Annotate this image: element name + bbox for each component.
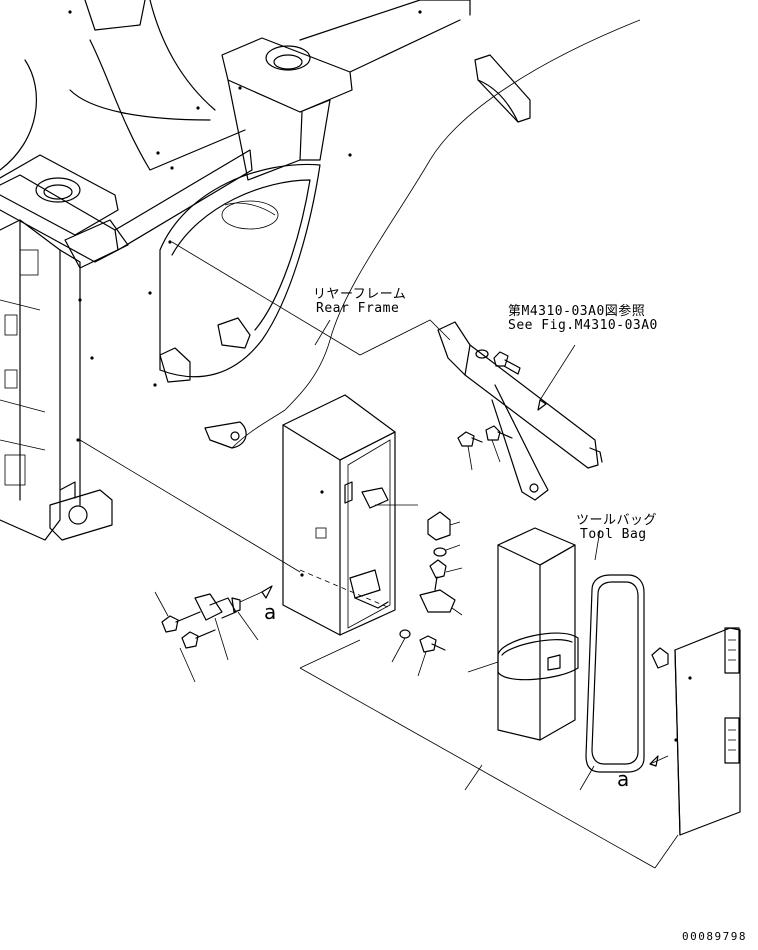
latch-hardware: [361, 487, 463, 677]
rear-frame: [0, 0, 471, 541]
bracket-assembly: [437, 321, 603, 501]
see-fig-label-jp: 第M4310-03A0図参照: [508, 304, 646, 319]
bracket-tab: [204, 421, 247, 449]
tool-box: [282, 394, 396, 636]
rear-frame-label-en: Rear Frame: [316, 301, 400, 316]
leader-bottom: [299, 639, 679, 869]
door-seal: [579, 574, 645, 791]
door-panel: [649, 627, 741, 836]
leader-wedge: [284, 19, 641, 411]
left-fastener-group: [154, 585, 273, 683]
wedge-block: [474, 54, 531, 123]
leader-frame-bracket: [171, 241, 451, 356]
view-arrow-a-right: a: [617, 767, 630, 791]
tool-bag-label-jp: ツールバッグ: [576, 513, 658, 528]
rear-frame-label-jp: リヤーフレーム: [313, 287, 407, 302]
leader-rear-frame: [314, 319, 331, 346]
tool-bag-label-en: Tool Bag: [580, 527, 647, 542]
see-fig-label-en: See Fig.M4310-03A0: [508, 318, 658, 333]
tool-bag: [467, 527, 579, 741]
drawing-number: 00089798: [682, 930, 747, 943]
view-arrow-a-left: a: [264, 600, 277, 624]
